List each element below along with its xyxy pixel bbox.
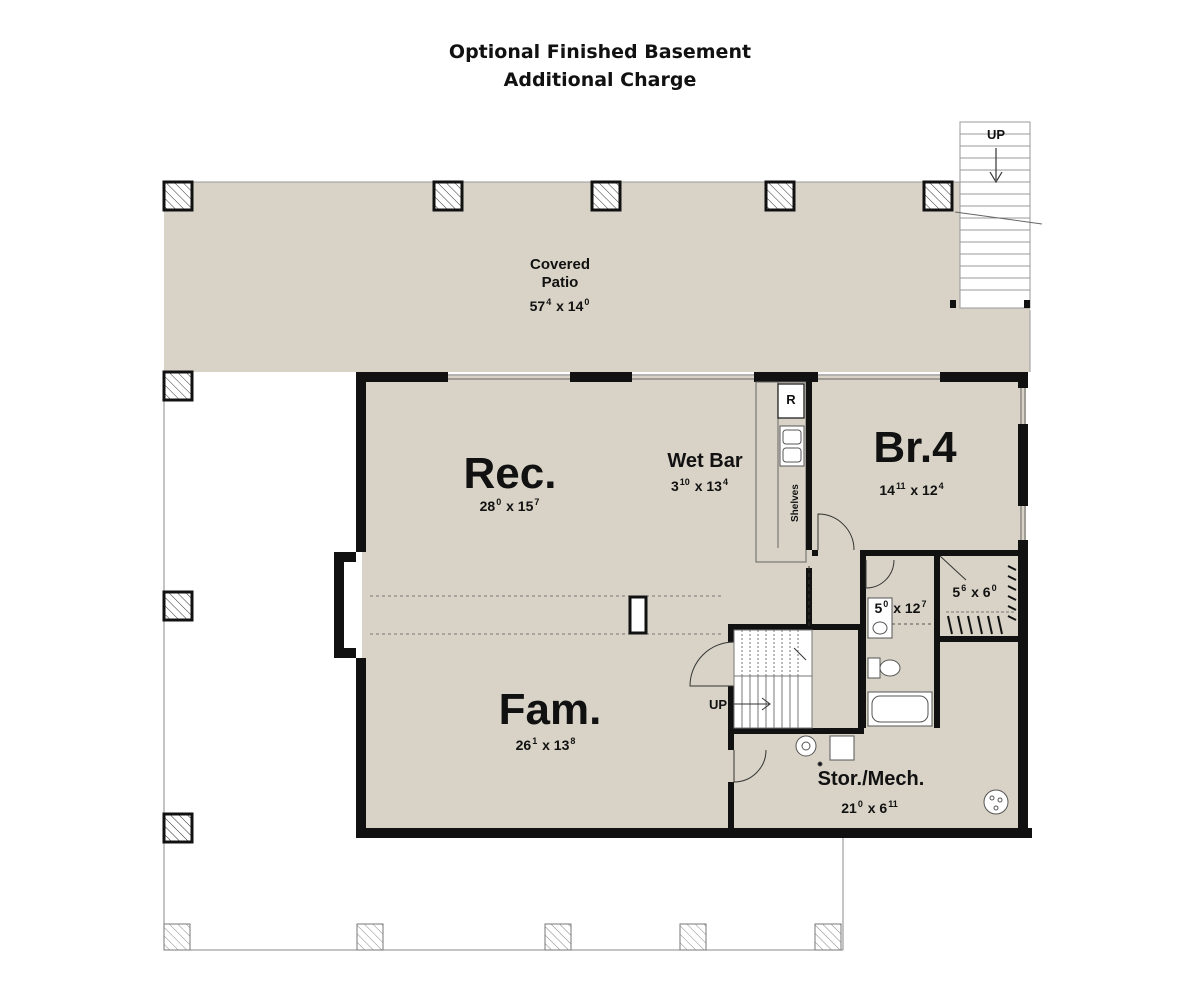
interior-stair-up-label: UP: [708, 697, 728, 712]
covered-patio-label: Covered Patio: [500, 256, 620, 292]
family-room-label: Fam.: [498, 685, 602, 734]
closet-dimensions: 56 x 60: [952, 583, 997, 600]
covered-patio-slab: [164, 182, 1030, 372]
bedroom-wall: [812, 372, 818, 382]
storage-mechanical-label: Stor./Mech.: [817, 768, 925, 790]
exterior-stair-up-label: UP: [986, 127, 1006, 142]
wet-bar-label: Wet Bar: [667, 450, 743, 472]
bath-fixtures: [867, 597, 934, 727]
wet-bar-counter: [755, 381, 807, 563]
patio-columns: [162, 180, 954, 844]
title-line-2: Additional Charge: [503, 69, 697, 91]
bedroom-4-dimensions: 1411 x 124: [879, 481, 944, 498]
covered-patio-name-1: Covered: [529, 256, 591, 273]
title-line-1: Optional Finished Basement: [448, 41, 752, 63]
plan-title: Optional Finished Basement Additional Ch…: [0, 38, 1200, 94]
exterior-stair: [950, 121, 1043, 309]
covered-patio-dimensions: 574 x 140: [529, 297, 590, 314]
mechanical-equipment: [795, 735, 1009, 815]
windows: [448, 374, 1026, 540]
fireplace: [334, 552, 356, 658]
rec-room-dimensions: 280 x 157: [479, 497, 540, 514]
shelves-label: Shelves: [790, 484, 801, 522]
bath-dimensions: 50 x 127: [874, 599, 927, 616]
lower-patio-outline: [163, 372, 844, 951]
interior-walls: [728, 382, 1020, 834]
exterior-walls: [356, 372, 1032, 838]
wet-bar-dimensions: 310 x 134: [671, 477, 728, 494]
lower-patio-columns: [163, 923, 842, 951]
closet-shelving: [946, 565, 1017, 635]
covered-patio-name-2: Patio: [541, 274, 579, 291]
support-post: [628, 595, 648, 635]
interior-stair: [733, 629, 813, 729]
basement-floor: [362, 376, 1026, 832]
bedroom-4-label: Br.4: [873, 423, 957, 472]
beam-lines: [370, 595, 724, 635]
storage-mechanical-dimensions: 210 x 611: [841, 799, 898, 816]
rec-room-label: Rec.: [463, 449, 557, 498]
family-room-dimensions: 261 x 138: [515, 736, 576, 753]
refrigerator-label: R: [786, 392, 796, 407]
